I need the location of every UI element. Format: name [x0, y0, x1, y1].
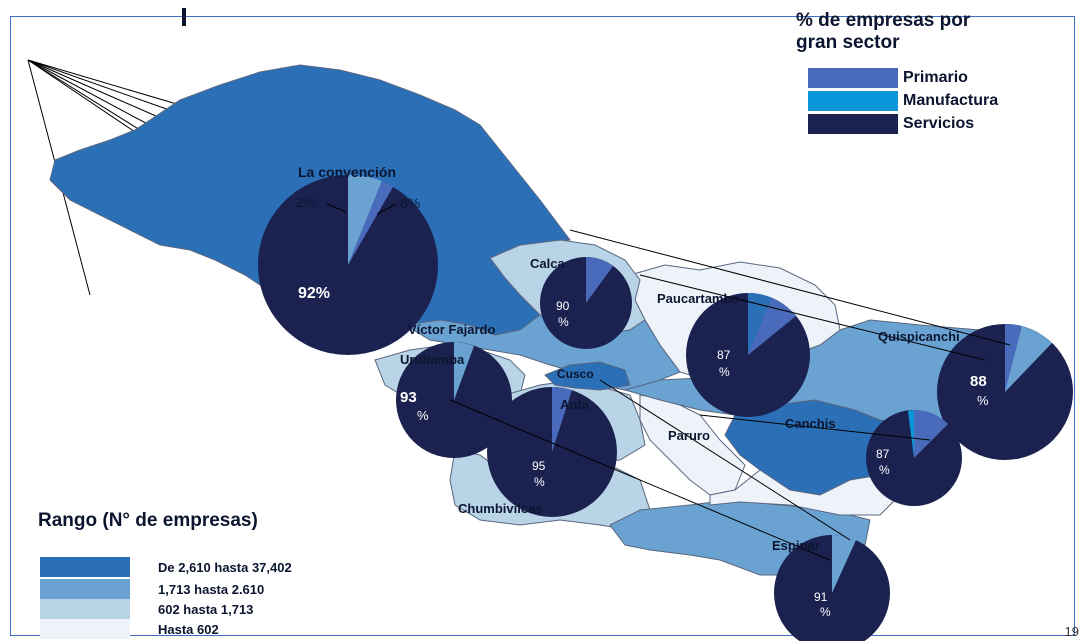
- label-canchis: Canchis: [785, 416, 836, 431]
- pie-label-paucartambo-b: %: [719, 365, 730, 379]
- range-legend-item-2: 1,713 hasta 2.610: [40, 579, 264, 599]
- pie-label-canchis-b: %: [879, 463, 890, 477]
- pie-label-calca-b: %: [558, 315, 569, 329]
- connector-lines: [27, 59, 181, 296]
- pie-label-lc-servicios: 92%: [298, 285, 330, 302]
- sector-label-primario: Primario: [903, 69, 968, 86]
- province-cusco: [544, 361, 631, 391]
- pie-label-espinar-b: %: [820, 605, 831, 619]
- range-legend-item-3: 602 hasta 1,713: [40, 599, 253, 619]
- label-paucartambo: Paucartambo: [657, 291, 739, 306]
- sector-swatch-primario: [808, 68, 898, 88]
- label-quispicanchi: Quispicanchi: [878, 329, 960, 344]
- range-legend-title: Rango (N° de empresas): [38, 510, 258, 531]
- label-chumbivilcas: Chumbivilcas: [458, 501, 543, 516]
- sector-legend-item-servicios: Servicios: [808, 114, 974, 134]
- label-paruro: Paruro: [668, 428, 710, 443]
- label-calca: Calca: [530, 256, 565, 271]
- sector-legend-title-line2: gran sector: [796, 32, 900, 53]
- range-legend-item-1: De 2,610 hasta 37,402: [40, 557, 292, 577]
- pie-la-convencion: [258, 174, 438, 355]
- pie-label-canchis-a: 87: [876, 447, 890, 461]
- range-swatch-2: [40, 579, 130, 599]
- range-label-2: 1,713 hasta 2.610: [158, 581, 265, 597]
- pie-slice-primario: [348, 181, 393, 265]
- range-legend-item-4: Hasta 602: [40, 619, 219, 639]
- pie-label-paucartambo-a: 87: [717, 348, 731, 362]
- sector-legend-title: % de empresas por gran sector: [796, 10, 970, 54]
- sector-legend-title-line1: % de empresas por: [796, 10, 971, 31]
- pie-label-lc-manufactura: 6%: [400, 195, 420, 211]
- pie-espinar: [774, 534, 890, 641]
- range-label-1: De 2,610 hasta 37,402: [158, 559, 292, 575]
- pie-label-anta-a: 95: [532, 459, 546, 473]
- pie-label-quispicanchi-a: 88: [970, 373, 987, 390]
- sector-label-servicios: Servicios: [903, 115, 975, 132]
- page-number: 19: [1064, 624, 1079, 639]
- pie-label-quispicanchi-b: %: [977, 393, 989, 408]
- pie-quispicanchi: [937, 323, 1073, 460]
- title-fragment-mark: [182, 8, 186, 26]
- sector-swatch-manufactura: [808, 91, 898, 111]
- sector-swatch-servicios: [808, 114, 898, 134]
- label-urubamba: Urubamba: [400, 352, 465, 367]
- pie-label-calca-a: 90: [556, 299, 570, 313]
- label-cusco: Cusco: [557, 367, 594, 381]
- pie-label-anta-b: %: [534, 475, 545, 489]
- label-espinar: Espinar: [772, 538, 820, 553]
- sector-label-manufactura: Manufactura: [903, 92, 999, 109]
- range-swatch-3: [40, 599, 130, 619]
- range-label-4: Hasta 602: [158, 621, 219, 637]
- pie-slice-manufactura: [348, 174, 382, 265]
- pie-label-espinar-a: 91: [814, 590, 828, 604]
- pie-urubamba: [396, 342, 512, 458]
- range-swatch-1: [40, 557, 130, 577]
- pie-calca: [540, 257, 632, 349]
- pie-anta: [487, 386, 617, 517]
- label-anta: Anta: [560, 397, 590, 412]
- pie-label-urubamba-a: 93: [400, 389, 417, 406]
- pie-canchis: [866, 409, 962, 506]
- pie-paucartambo: [686, 293, 810, 417]
- slide-frame: [10, 16, 1075, 636]
- label-la-convencion: La convención: [298, 164, 396, 180]
- range-swatch-4: [40, 619, 130, 639]
- pie-label-lc-primario: 2%: [296, 194, 316, 210]
- label-victor-fajardo: Víctor Fajardo: [408, 322, 495, 337]
- pie-leader-lines: [449, 229, 1011, 561]
- sector-legend-item-manufactura: Manufactura: [808, 91, 998, 111]
- range-label-3: 602 hasta 1,713: [158, 601, 254, 617]
- sector-legend-item-primario: Primario: [808, 68, 968, 88]
- pie-label-urubamba-b: %: [417, 408, 429, 423]
